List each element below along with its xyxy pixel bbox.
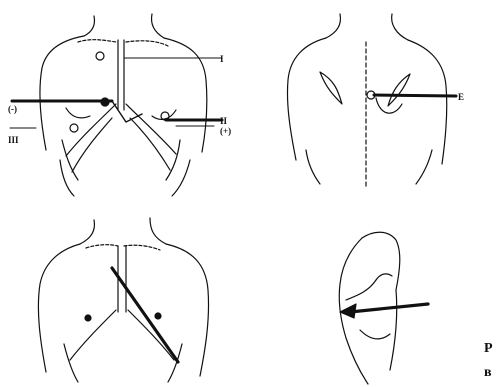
pectoral-left	[66, 108, 90, 118]
side-arm-upper	[362, 232, 400, 290]
panel-side	[339, 232, 428, 384]
label-lead-iii: III	[8, 135, 19, 145]
abdomen-right	[172, 160, 190, 196]
abdomen-left	[60, 160, 74, 196]
back-waist-right	[416, 150, 432, 184]
diag-ribs-right	[128, 310, 182, 382]
neck-outline	[84, 16, 95, 36]
diag-electrode-right	[155, 313, 161, 319]
diag-clavicle-right	[124, 245, 160, 250]
diag-clavicle-left	[86, 245, 118, 248]
diag-shoulder-left	[38, 244, 80, 372]
side-torso-front	[390, 290, 397, 370]
back-neck-right	[392, 14, 408, 40]
back-neck-left	[326, 14, 340, 38]
panel-front-limb-leads	[10, 14, 222, 196]
diag-lead-line	[112, 268, 178, 362]
side-arm-fold	[346, 274, 392, 300]
clavicle-right	[126, 41, 168, 46]
diag-electrode-left	[85, 315, 91, 321]
label-back-lead: E	[458, 92, 464, 102]
label-lead-ii: II	[220, 116, 228, 126]
diag-neck-right	[150, 218, 166, 244]
back-lead-line	[374, 95, 456, 96]
caption-line-2: в	[484, 365, 492, 380]
side-lead-line	[350, 304, 428, 312]
neck-outline-right	[152, 14, 165, 38]
pectoral-right	[152, 110, 176, 119]
back-shoulder-left	[287, 38, 326, 160]
caption-line-1: Р	[484, 341, 493, 356]
diag-neck-left	[80, 220, 94, 244]
scapula-left	[320, 72, 342, 104]
side-hip	[346, 338, 368, 384]
back-shoulder-right	[408, 40, 447, 164]
panel-back	[287, 14, 456, 188]
clavicle-left	[78, 40, 116, 42]
back-waist-left	[306, 150, 320, 184]
side-back	[339, 238, 362, 338]
panel-front-diagonal	[38, 218, 208, 382]
left-shoulder-outline	[40, 36, 84, 150]
label-lead-i: I	[220, 54, 224, 64]
right-shoulder-outline	[164, 38, 207, 152]
sternum	[118, 40, 124, 110]
label-lead-i-neg: (-)	[8, 104, 17, 114]
scapula-right	[388, 74, 410, 106]
electrode-shoulder	[96, 52, 104, 60]
label-lead-pos: (+)	[220, 126, 231, 136]
ribs-left	[62, 104, 116, 180]
side-belly	[360, 330, 390, 339]
electrode-left-chest	[70, 124, 78, 132]
